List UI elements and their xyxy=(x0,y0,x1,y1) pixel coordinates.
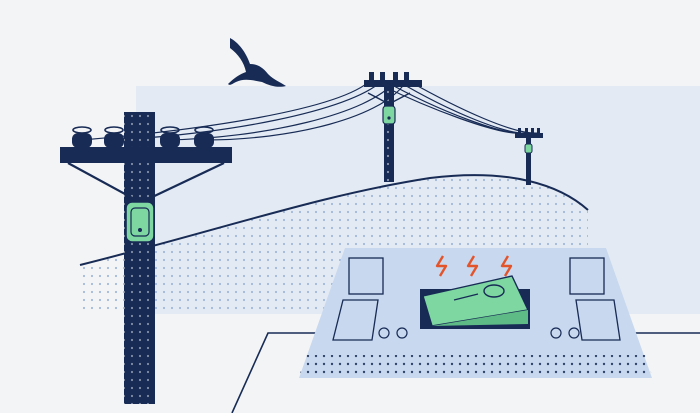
power-switch-icon xyxy=(420,275,530,329)
utility-pole-far xyxy=(515,128,543,185)
smart-meter-icon xyxy=(382,105,396,125)
utility-pole-near xyxy=(60,112,232,404)
lightning-bolt-icon xyxy=(435,255,513,277)
bird-icon xyxy=(228,38,286,87)
control-pad xyxy=(299,248,652,378)
smart-meter-icon xyxy=(524,143,533,154)
smart-meter-icon xyxy=(125,201,155,243)
insulators xyxy=(72,133,214,148)
